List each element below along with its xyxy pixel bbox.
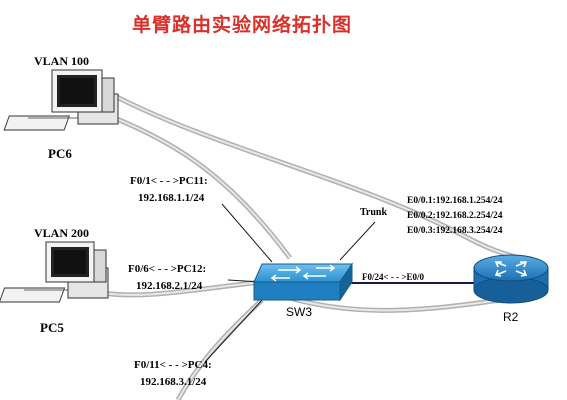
router-name-label: R2 xyxy=(503,310,519,324)
desktop-computer-icon xyxy=(0,241,109,303)
link-pc12-ip-label: 192.168.2.1/24 xyxy=(136,280,203,292)
cable-sw3-r2-loop xyxy=(289,295,501,313)
link-pc4-port-label: F0/11< - - >PC4: xyxy=(134,359,212,371)
pc6-vlan-label: VLAN 100 xyxy=(34,54,90,68)
pc5-name-label: PC5 xyxy=(40,320,64,335)
router-subinterface-2: E0/0.2:192.168.2.254/24 xyxy=(407,211,503,221)
pc6-name-label: PC6 xyxy=(48,146,72,161)
link-pc11-port-label: F0/1< - - >PC11: xyxy=(130,175,208,187)
pointer-line-pc4 xyxy=(204,299,263,363)
network-switch-icon xyxy=(253,262,353,302)
router-subinterface-1: E0/0.1:192.168.1.254/24 xyxy=(407,196,503,206)
router-icon xyxy=(473,254,549,304)
pointer-line-pc11 xyxy=(221,203,273,263)
uplink-label: F0/24< - - >E0/0 xyxy=(362,272,425,282)
cable-pc5-sw3 xyxy=(95,279,263,298)
diagram-title: 单臂路由实验网络拓扑图 xyxy=(132,14,353,36)
link-pc11-ip-label: 192.168.1.1/24 xyxy=(138,192,205,204)
link-pc4-ip-label: 192.168.3.1/24 xyxy=(140,376,207,388)
link-pc12-port-label: F0/6< - - >PC12: xyxy=(128,263,207,275)
switch-name-label: SW3 xyxy=(286,305,313,319)
pc5-vlan-label: VLAN 200 xyxy=(34,226,90,240)
cable-pc6-sw3 xyxy=(99,109,293,260)
cable-pc4-down xyxy=(175,298,264,400)
router-subinterface-3: E0/0.3:192.168.3.254/24 xyxy=(407,226,503,236)
trunk-label: Trunk xyxy=(360,207,388,218)
pointer-line-trunk xyxy=(339,221,376,261)
desktop-computer-icon xyxy=(3,69,119,131)
